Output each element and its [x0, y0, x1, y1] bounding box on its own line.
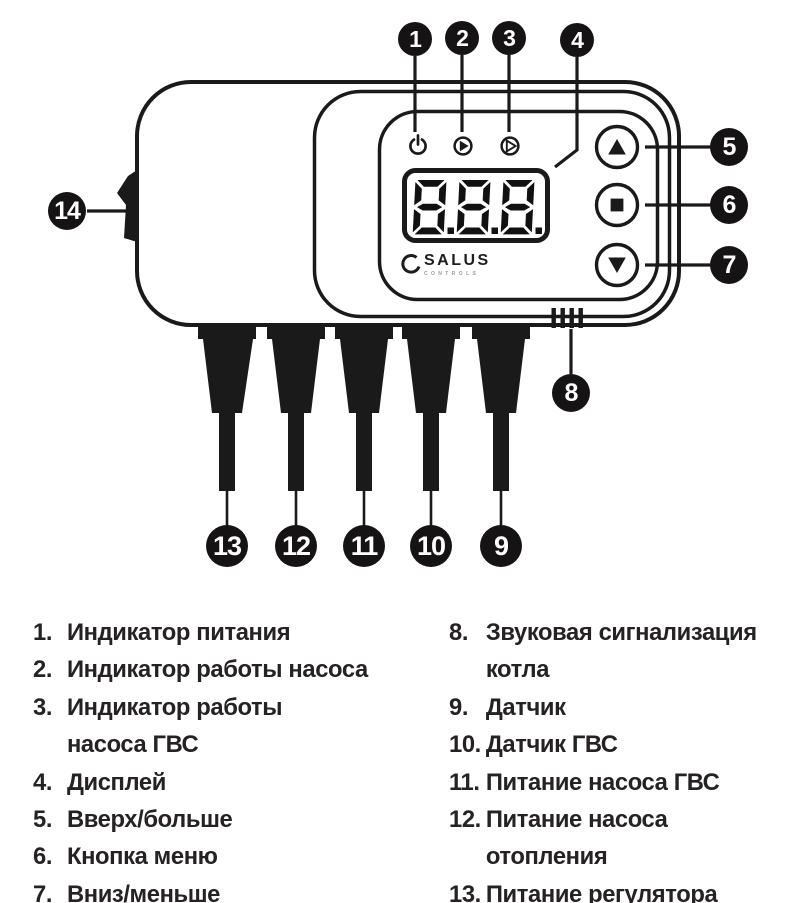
legend-item-1: 1.Индикатор питания — [33, 619, 291, 646]
callout-4: 4 — [560, 23, 594, 57]
salus-swirl-icon — [401, 254, 421, 274]
legend-item-4: 4.Дисплей — [33, 768, 166, 796]
legend-item-11: 11.Питание насоса ГВС — [449, 768, 720, 796]
callout-1: 1 — [398, 22, 432, 56]
callout-2: 2 — [445, 21, 479, 55]
buzzer-vents-icon — [551, 308, 583, 328]
cable-12 — [267, 325, 325, 491]
legend-column-left: 1.Индикатор питания 2.Индикатор работы н… — [33, 614, 421, 903]
callout-5: 5 — [710, 128, 748, 166]
legend-item-2: 2.Индикатор работы насоса — [33, 656, 368, 684]
pump-run-indicator-icon — [453, 136, 473, 156]
legend-item-12: 12.Питание насоса отопления — [449, 806, 668, 871]
power-switch — [117, 170, 137, 242]
cables — [198, 325, 530, 491]
brand-name: SALUS — [424, 252, 491, 269]
callout-7: 7 — [710, 246, 748, 284]
controller-diagram — [87, 55, 712, 526]
cable-10 — [402, 325, 460, 491]
leader-lines — [87, 55, 712, 374]
callout-3: 3 — [492, 21, 526, 55]
legend-item-9: 9.Датчик — [449, 693, 566, 721]
menu-button — [594, 182, 640, 228]
cable-11 — [335, 325, 393, 491]
legend-item-10: 10.Датчик ГВС — [449, 731, 618, 759]
callout-13: 13 — [206, 525, 248, 567]
cable-leader-lines — [225, 490, 503, 526]
brand-logo: SALUS CONTROLS — [398, 252, 491, 277]
cable-9 — [472, 325, 530, 491]
callout-11: 11 — [343, 525, 385, 567]
cable-13 — [198, 325, 256, 491]
legend-item-13: 13.Питание регулятора — [449, 880, 718, 903]
triangle-down-icon — [608, 257, 626, 273]
dhw-pump-run-indicator-icon — [500, 136, 520, 156]
legend-item-7: 7.Вниз/меньше — [33, 880, 221, 903]
callout-12: 12 — [275, 525, 317, 567]
power-indicator-icon — [409, 134, 427, 155]
callout-14: 14 — [48, 192, 86, 230]
legend-item-6: 6.Кнопка меню — [33, 843, 218, 871]
callout-9: 9 — [480, 525, 522, 567]
display-digits — [412, 180, 542, 235]
square-icon — [610, 198, 624, 212]
callout-8: 8 — [552, 374, 590, 412]
legend-item-5: 5.Вверх/больше — [33, 806, 233, 834]
callout-6: 6 — [710, 186, 748, 224]
up-button — [594, 124, 640, 170]
callout-10: 10 — [410, 525, 452, 567]
down-button — [594, 242, 640, 288]
triangle-up-icon — [608, 139, 626, 155]
brand-subtitle: CONTROLS — [424, 271, 480, 277]
